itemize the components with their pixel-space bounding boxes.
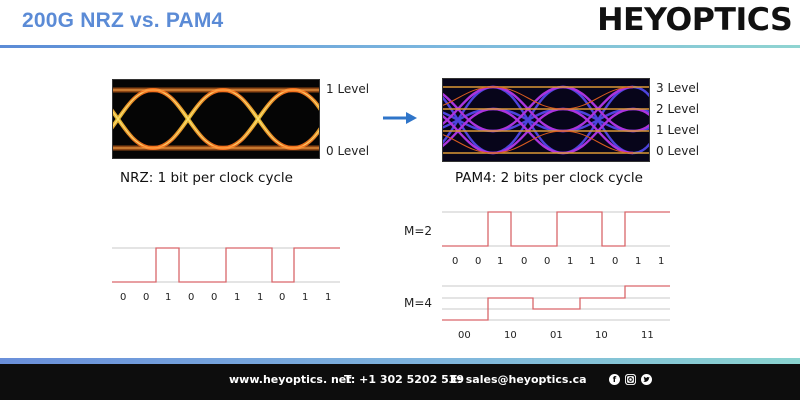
m4-waveform (442, 285, 670, 321)
pam4-eye-diagram (442, 78, 650, 162)
instagram-icon[interactable] (625, 374, 636, 385)
nrz-waveform (112, 247, 340, 283)
m2-bit: 1 (497, 256, 504, 267)
footer-website-link[interactable]: www.heyoptics. net (229, 373, 352, 386)
footer-email-link[interactable]: E: sales@heyoptics.ca (450, 373, 587, 386)
nrz-eye-diagram (112, 79, 320, 159)
footer-phone: T: +1 302 5202 539 (344, 373, 465, 386)
nrz-bit: 1 (234, 292, 241, 303)
pam4-caption: PAM4: 2 bits per clock cycle (455, 170, 643, 186)
m2-bit: 1 (635, 256, 642, 267)
nrz-bit-sequence: 0 0 1 0 0 1 1 0 1 1 (112, 292, 340, 306)
m2-bit: 1 (567, 256, 574, 267)
m2-bit: 0 (452, 256, 459, 267)
pam4-level-3: 3 Level (656, 81, 700, 95)
nrz-bit: 0 (188, 292, 195, 303)
m2-bit: 1 (589, 256, 596, 267)
m4-symbol: 11 (641, 330, 654, 341)
arrow-right-icon (383, 112, 417, 124)
m2-bit: 0 (612, 256, 619, 267)
m4-symbol: 01 (550, 330, 563, 341)
m4-label: M=4 (404, 296, 433, 310)
page-title: 200G NRZ vs. PAM4 (22, 9, 224, 32)
m2-bit: 0 (475, 256, 482, 267)
pam4-level-1: 1 Level (656, 123, 700, 137)
facebook-icon[interactable]: f (609, 374, 620, 385)
nrz-bit: 0 (143, 292, 150, 303)
nrz-bit: 0 (279, 292, 286, 303)
nrz-level-1: 1 Level (326, 82, 370, 96)
m2-waveform (442, 211, 670, 247)
nrz-bit: 1 (302, 292, 309, 303)
m4-symbol: 10 (595, 330, 608, 341)
nrz-bit: 0 (211, 292, 218, 303)
brand-logo[interactable]: HEYOPTICS (596, 2, 793, 38)
m2-bit: 1 (658, 256, 665, 267)
m4-symbol: 00 (458, 330, 471, 341)
nrz-level-0: 0 Level (326, 144, 370, 158)
m4-symbol: 10 (504, 330, 517, 341)
twitter-icon[interactable] (641, 374, 652, 385)
nrz-bit: 0 (120, 292, 127, 303)
pam4-level-2: 2 Level (656, 102, 700, 116)
header-divider (0, 45, 800, 48)
nrz-caption: NRZ: 1 bit per clock cycle (120, 170, 293, 186)
footer-bar (0, 364, 800, 400)
m2-bit-sequence: 0 0 1 0 0 1 1 0 1 1 (442, 256, 670, 270)
m2-bit: 0 (544, 256, 551, 267)
nrz-bit: 1 (165, 292, 172, 303)
m2-bit: 0 (521, 256, 528, 267)
footer-divider (0, 358, 800, 364)
nrz-bit: 1 (325, 292, 332, 303)
pam4-level-0: 0 Level (656, 144, 700, 158)
nrz-bit: 1 (257, 292, 264, 303)
m2-label: M=2 (404, 224, 433, 238)
m4-symbol-sequence: 00 10 01 10 11 (442, 330, 670, 344)
